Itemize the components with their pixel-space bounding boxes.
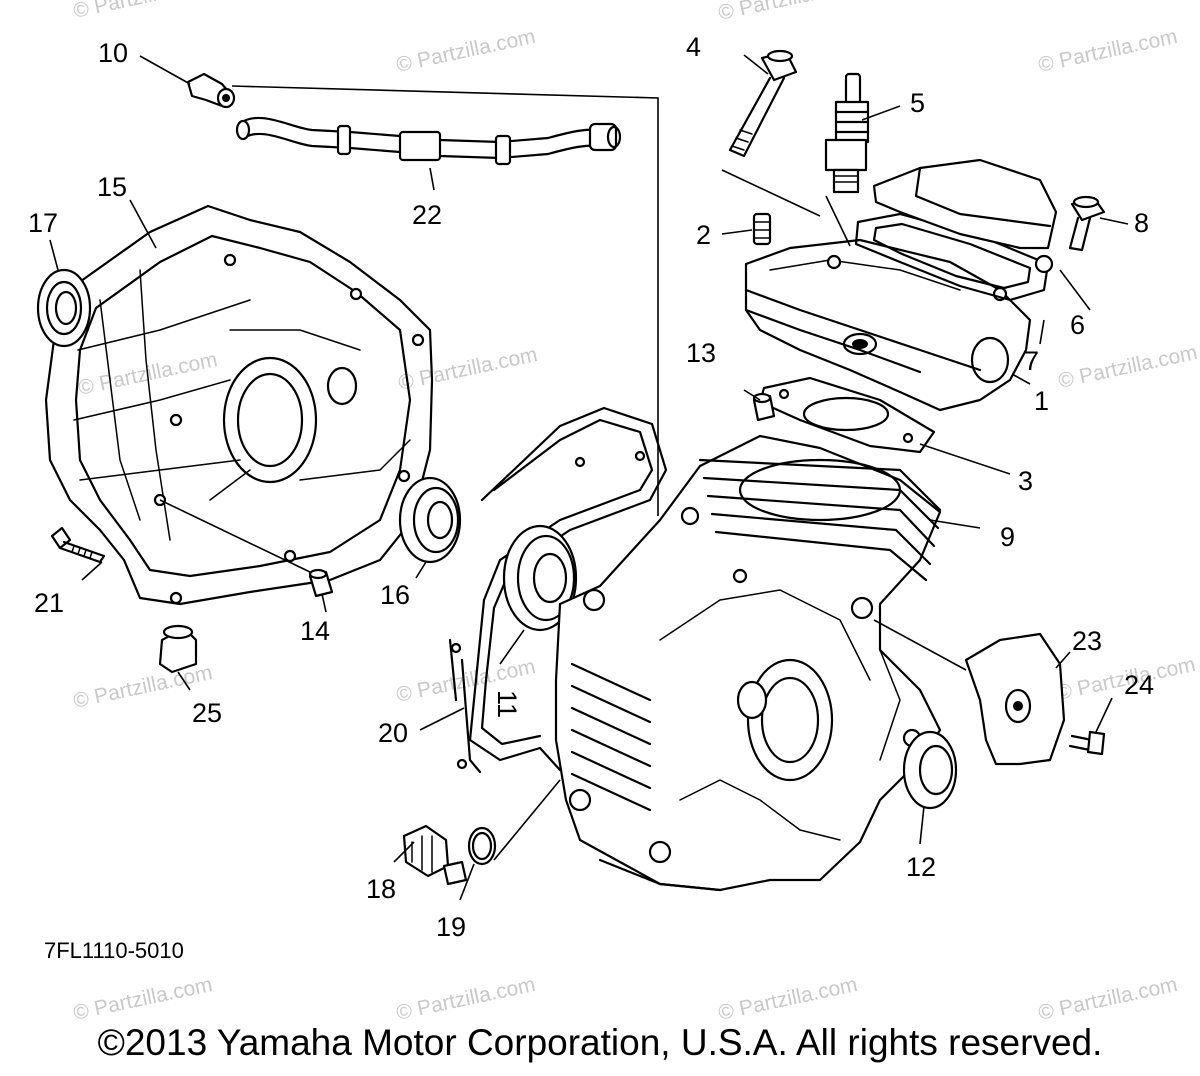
watermark: © Partzilla.com (394, 973, 537, 1025)
oil-seal-12[interactable] (902, 730, 958, 810)
callout-10: 10 (98, 38, 128, 68)
head-stud[interactable] (752, 212, 772, 246)
callout-18: 18 (366, 874, 396, 904)
callout-17: 17 (28, 208, 58, 238)
head-bolt[interactable] (728, 49, 798, 158)
callout-22: 22 (412, 200, 442, 230)
plate-bolt[interactable] (1068, 730, 1106, 756)
watermark: © Partzilla.com (1036, 973, 1179, 1025)
leader-lines (49, 54, 1129, 901)
callout-13: 13 (686, 338, 716, 368)
callout-25: 25 (192, 698, 222, 728)
crankcase-body[interactable] (554, 434, 942, 892)
o-ring[interactable] (467, 826, 497, 866)
drain-plug-cover[interactable] (158, 624, 198, 674)
watermark: © Partzilla.com (394, 25, 537, 77)
watermark: © Partzilla.com (1036, 25, 1179, 77)
callout-1: 1 (1034, 386, 1049, 416)
watermark: © Partzilla.com (716, 973, 859, 1025)
callout-8: 8 (1134, 208, 1149, 238)
callout-11: 11 (492, 690, 522, 718)
watermark: © Partzilla.com (396, 343, 539, 395)
dowel-13[interactable] (752, 392, 776, 422)
breather-hose[interactable] (235, 116, 622, 166)
callout-5: 5 (910, 88, 925, 118)
watermark: © Partzilla.com (71, 0, 214, 23)
watermark: © Partzilla.com (716, 0, 859, 25)
assembly-line (231, 85, 659, 516)
callout-4: 4 (686, 32, 701, 62)
callout-20: 20 (378, 718, 408, 748)
callout-16: 16 (380, 580, 410, 610)
cover-bolt-8[interactable] (1068, 195, 1106, 252)
hose-elbow[interactable] (186, 72, 236, 109)
callout-6: 6 (1070, 310, 1085, 340)
callout-24: 24 (1124, 670, 1154, 700)
callout-21: 21 (34, 588, 64, 618)
callouts: 10 22 15 17 21 14 25 16 11 20 18 19 12 4… (28, 32, 1154, 942)
cover-bolt[interactable] (50, 526, 106, 564)
watermark: © Partzilla.com (71, 973, 214, 1025)
callout-12: 12 (906, 852, 936, 882)
head-cover[interactable] (872, 158, 1058, 274)
diagram-part-number: 7FL1110-5010 (44, 938, 184, 963)
cover-plate[interactable] (964, 632, 1066, 766)
callout-14: 14 (300, 616, 330, 646)
oil-seal-cover[interactable] (36, 268, 92, 348)
callout-3: 3 (1018, 466, 1033, 496)
callout-2: 2 (696, 220, 711, 250)
cylinder-head[interactable] (744, 238, 1032, 412)
bearing-11[interactable] (502, 524, 578, 632)
watermark: © Partzilla.com (1056, 341, 1199, 393)
spark-plug[interactable] (824, 72, 870, 194)
bearing-16[interactable] (398, 476, 462, 564)
oil-filler-cap[interactable] (402, 824, 468, 886)
callout-7: 7 (1024, 346, 1039, 376)
callout-23: 23 (1072, 626, 1102, 656)
callout-15: 15 (97, 172, 127, 202)
crankcase-cover[interactable] (44, 204, 434, 606)
dowel-pin[interactable] (308, 568, 334, 598)
callout-9: 9 (1000, 522, 1015, 552)
copyright-notice: ©2013 Yamaha Motor Corporation, U.S.A. A… (97, 1022, 1103, 1063)
callout-19: 19 (436, 912, 466, 942)
